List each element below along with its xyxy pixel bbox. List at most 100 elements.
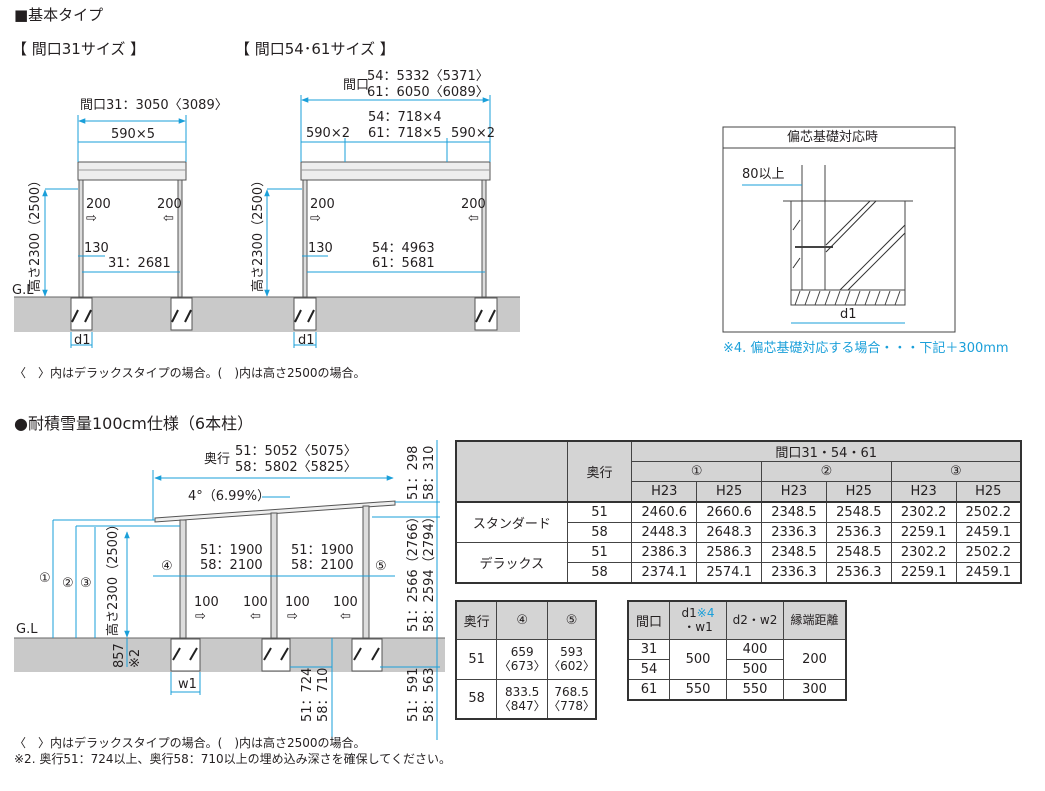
- offset-d1: d1: [840, 307, 857, 322]
- depth-header: 奥行: [566, 440, 633, 503]
- group-1: ①: [631, 461, 763, 482]
- gap-1: 100: [194, 595, 219, 610]
- value-cell: 2660.6: [696, 501, 763, 523]
- offset-foundation-title: 偏芯基礎対応時: [787, 130, 879, 145]
- d1w1-cell: 500: [669, 638, 727, 680]
- depth-cell: 51: [455, 638, 498, 680]
- section1-note: 〈 〉内はデラックスタイプの場合。( )内は高さ2500の場合。: [14, 366, 366, 380]
- group-3: ③: [890, 461, 1022, 482]
- header-cell: ④: [496, 600, 549, 640]
- size31-d1: d1: [74, 333, 91, 348]
- depth-cell: 58: [566, 522, 633, 543]
- section-title-snow: ●耐積雪量100cm仕様（6本柱）: [14, 414, 254, 433]
- snow-height: 高さ2300（2500）: [106, 517, 121, 636]
- circle-4: ④: [161, 559, 173, 574]
- gap-4: 100: [333, 595, 358, 610]
- embed-depth: 857: [112, 643, 127, 668]
- value-cell: 2448.3: [631, 522, 698, 543]
- d1-header: d1: [681, 606, 697, 621]
- size54-panels-mid: 54：718×4: [368, 110, 442, 125]
- section-title-basic: ■基本タイプ: [14, 6, 104, 24]
- size61-panels-mid: 61：718×5: [368, 126, 442, 141]
- dim-58: 58：563: [422, 667, 437, 722]
- snow-gl: G.L: [16, 622, 38, 637]
- value-cell: 2459.1: [955, 522, 1022, 543]
- header-cell: ⑤: [547, 600, 597, 640]
- d2w2-cell: 500: [726, 658, 784, 680]
- size54-heading: 【 間口54･61サイズ 】: [235, 40, 395, 58]
- dim-51: 51：298: [406, 445, 421, 500]
- w1-label: w1: [178, 677, 197, 692]
- d1-note: ※4: [696, 606, 715, 621]
- d2w2-cell: 550: [726, 678, 784, 700]
- depth-cell: 58: [455, 678, 498, 720]
- size31-inner: 31：2681: [108, 256, 171, 271]
- size31-gap-left: 200: [86, 197, 111, 212]
- value-cell: 2648.3: [696, 522, 763, 543]
- size31-offset: 130: [84, 241, 109, 256]
- value-cell: 2259.1: [890, 562, 957, 584]
- depth-cell: 51: [566, 501, 633, 523]
- c4-dx: 〈673〉: [498, 659, 546, 673]
- value-cell: 2374.1: [631, 562, 698, 584]
- arrow-left-icon: ⇦: [250, 609, 261, 624]
- c5-std: 768.5: [554, 684, 589, 699]
- circle-3: ③: [80, 576, 92, 591]
- gap-3: 100: [285, 595, 310, 610]
- w1-header: ・w1: [683, 620, 713, 635]
- size54-height: 高さ2300（2500）: [251, 173, 266, 292]
- size54-panels-right: 590×2: [451, 126, 495, 141]
- size31-gl: G.L: [12, 283, 34, 298]
- size54-width-prefix: 間口: [343, 78, 370, 93]
- arrow-left-icon: ⇦: [163, 211, 174, 226]
- value-cell: 2574.1: [696, 562, 763, 584]
- diagram-snow-load: [14, 440, 445, 740]
- value-cell: 2460.6: [631, 501, 698, 523]
- header-cell: 縁端距離: [783, 600, 847, 640]
- value-cell: 2386.3: [631, 542, 698, 563]
- corner-cell: [455, 440, 568, 503]
- sub-header: H23: [761, 481, 827, 503]
- circle-1: ①: [39, 571, 51, 586]
- section2-note1: 〈 〉内はデラックスタイプの場合。( )内は高さ2500の場合。: [14, 736, 366, 750]
- value-cell: 2302.2: [890, 501, 957, 523]
- size54-d1: d1: [298, 333, 315, 348]
- diagram-size54-61: [235, 95, 520, 348]
- value-cell: 2336.3: [761, 522, 827, 543]
- value-cell: 2502.2: [955, 542, 1022, 563]
- c4-dx: 〈847〉: [498, 698, 546, 713]
- size31-heading: 【 間口31サイズ 】: [12, 40, 146, 58]
- size31-panels: 590×5: [111, 127, 155, 142]
- width-header: 間口31・54・61: [631, 440, 1022, 462]
- edge-cell: 300: [783, 678, 847, 700]
- size54-gap-right: 200: [461, 197, 486, 212]
- value-cell: 2586.3: [696, 542, 763, 563]
- embed-note: ※2: [128, 648, 143, 668]
- width-cell: 61: [627, 678, 670, 700]
- size54-offset: 130: [308, 241, 333, 256]
- size61-inner: 61：5681: [372, 256, 435, 271]
- circle-5: ⑤: [375, 559, 387, 574]
- sub-header: H23: [631, 481, 698, 503]
- value-cell: 2259.1: [890, 522, 957, 543]
- value-cell: 2502.2: [955, 501, 1022, 523]
- slope-label: 4°（6.99%）: [188, 489, 271, 504]
- value-cell: 2336.3: [761, 562, 827, 584]
- c5-std: 593: [560, 645, 583, 659]
- arrow-right-icon: ⇨: [195, 609, 206, 624]
- offset-note: ※4. 偏芯基礎対応する場合・・・下記＋300mm: [723, 341, 1009, 356]
- dim-58: 58：2594（2794）: [422, 510, 437, 632]
- arrow-left-icon: ⇦: [468, 211, 479, 226]
